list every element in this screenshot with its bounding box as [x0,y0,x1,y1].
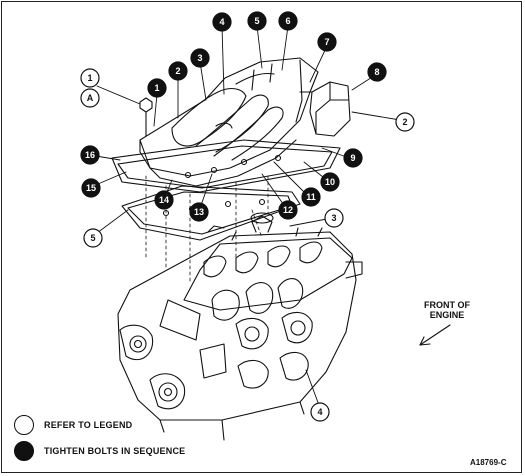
callout-circle [317,32,337,52]
callout-seq-14: 14 [154,190,174,210]
callout-label: 13 [194,207,204,217]
callout-label: 16 [85,150,95,160]
callout-seq-4: 4 [212,12,232,32]
callout-circle [278,200,298,220]
callout-circle [278,11,298,31]
callout-label: 1 [87,73,92,83]
callout-label: 2 [402,117,407,127]
front-label-line-1: FRONT OF [424,300,470,310]
callout-label: 12 [283,205,293,215]
callout-circle [324,208,344,228]
callout-circle [301,187,321,207]
callout-circle [83,228,103,248]
front-label-line-2: ENGINE [429,310,465,320]
callout-seq-8: 8 [367,62,387,82]
upper-intake-manifold [139,57,319,187]
callout-seq-5: 5 [247,11,267,31]
legend-filled-circle-icon [14,441,34,461]
callout-circle [168,61,188,81]
callout-seq-11: 11 [301,187,321,207]
figure-id: A18769-C [470,458,507,467]
callout-ref-3: 3 [324,208,344,228]
callout-circle [395,112,415,132]
callout-circle [80,145,100,165]
callout-seq-7: 7 [317,32,337,52]
callout-seq-3: 3 [190,48,210,68]
callout-seq-12: 12 [278,200,298,220]
upper-intake-gasket [111,139,341,193]
callout-label: 10 [325,177,335,187]
throttle-body [299,81,351,137]
callout-circle [310,402,330,422]
callout-label: 3 [331,213,336,223]
callout-seq-9: 9 [343,148,363,168]
callout-ref-5: 5 [83,228,103,248]
lower-intake-gasket [121,185,301,241]
callout-label: 7 [324,37,329,47]
callout-label: 11 [306,192,316,202]
callout-circle [154,190,174,210]
callout-ref-1: 1 [80,68,100,88]
callout-label: 5 [254,16,259,26]
bolt [139,97,153,137]
callout-seq-13: 13 [189,202,209,222]
callout-seq-16: 16 [80,145,100,165]
legend-filled-label: TIGHTEN BOLTS IN SEQUENCE [44,446,186,456]
callout-circle [320,172,340,192]
callout-circle [212,12,232,32]
callout-label: 9 [350,153,355,163]
callout-circle [147,78,167,98]
callout-label: 15 [86,183,96,193]
callout-circle [81,178,101,198]
callout-label: 6 [285,16,290,26]
callout-ref-4: 4 [310,402,330,422]
callout-circle [80,68,100,88]
callout-seq-6: 6 [278,11,298,31]
callout-label: 14 [159,195,169,205]
front-of-engine-label: FRONT OF ENGINE [424,300,470,320]
callout-label: 5 [90,233,95,243]
callout-label: A [87,93,94,103]
callout-label: 3 [197,53,202,63]
callout-seq-1: 1 [147,78,167,98]
legend-open-circle-icon [14,415,34,435]
callout-label: 4 [219,17,224,27]
callout-label: 4 [317,407,322,417]
callout-ref-A: A [80,88,100,108]
callout-label: 1 [154,83,159,93]
callout-circle [367,62,387,82]
callout-seq-10: 10 [320,172,340,192]
callout-label: 2 [175,66,180,76]
callout-circle [190,48,210,68]
callout-seq-2: 2 [168,61,188,81]
callout-circle [343,148,363,168]
callout-circle [189,202,209,222]
callout-ref-2: 2 [395,112,415,132]
legend-open-label: REFER TO LEGEND [44,420,133,430]
callout-seq-15: 15 [81,178,101,198]
callout-label: 8 [374,67,379,77]
engine-block [117,212,363,441]
callout-circle [80,88,100,108]
callout-circle [247,11,267,31]
